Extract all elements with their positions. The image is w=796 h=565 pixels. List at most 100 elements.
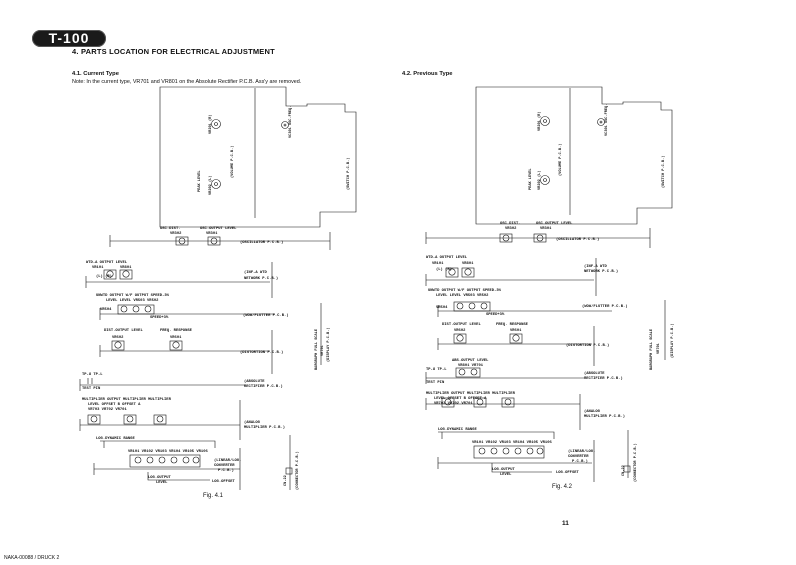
rectifier-pcb-label: RECTIFIER P.C.B.) xyxy=(244,384,283,389)
vr504-label: VR504 xyxy=(100,308,112,312)
speed3-label-prev: SPEED+3% xyxy=(486,313,505,317)
distortion-pcb-label-prev: (DISTORTION P.C.B.) xyxy=(566,343,609,348)
wow-pcb-label-prev: (WOW/FLUTTER P.C.B.) xyxy=(582,304,628,309)
fig-4-2-caption: Fig. 4.2 xyxy=(552,484,573,490)
inf-label: (INF-A WTD xyxy=(244,270,268,275)
dist-out-label-prev: DIST.OUTPUT LEVEL xyxy=(442,323,481,327)
connector-pcb-label: (CONNECTOR P.C.B.) xyxy=(295,451,300,490)
linear2-pcb-label: CONVERTER xyxy=(214,464,235,468)
linear2-pcb-label-prev: CONVERTER xyxy=(568,455,589,459)
speed3-label: SPEED+3% xyxy=(150,316,169,320)
analog2-pcb-label-prev: MULTIPLIER P.C.B.) xyxy=(584,414,625,419)
vr701v-label: VR701 xyxy=(321,345,325,356)
inf-label-prev: (INF-A WTD xyxy=(584,264,608,269)
lr-label: (L) (R) xyxy=(96,274,112,279)
switch-pcb-label-prev: (SWITCH P.C.B.) xyxy=(661,156,666,188)
bargraph-label: BARGRAPH FULL SCALE xyxy=(315,328,319,370)
vr202-pot-prev xyxy=(540,175,550,185)
analog-pcb-label-prev: (ANALOG xyxy=(584,409,601,414)
vr601-label: VR601 xyxy=(170,336,182,340)
vr601-label-prev: VR601 xyxy=(510,329,522,333)
previous-type-heading: 4.2. Previous Type xyxy=(402,71,453,77)
tp-label: TP-8 TP-L xyxy=(82,373,103,377)
levels-label: LEVEL LEVEL VR503 VR502 xyxy=(106,299,159,303)
mult2-label: LEVEL OFFSET B OFFSET A xyxy=(88,403,141,407)
vr801-label: VR801 xyxy=(120,266,132,270)
vr201-label: VR201 (R) xyxy=(208,115,213,134)
vr602-label-prev: VR602 xyxy=(454,329,466,333)
linear-pcb-label-prev: (LINEAR/LOG. xyxy=(568,449,595,454)
vr602-label: VR602 xyxy=(112,336,124,340)
vr302-label-prev: VR302 xyxy=(505,227,517,231)
inf2-label: NETWORK P.C.B.) xyxy=(244,276,278,281)
vr101-label: VR101 xyxy=(92,266,104,270)
logoffset-label: LOG.OFFSET xyxy=(212,480,236,484)
current-type-note: Note: In the current type, VR701 and VR8… xyxy=(72,79,302,85)
multiplier-label: MULTIPLIER OUTPUT MULTIPLIER MULTIPLIER xyxy=(82,398,172,402)
freq-resp-label-prev: FREQ. RESPONSE xyxy=(496,323,529,327)
freq-resp-label: FREQ. RESPONSE xyxy=(160,329,193,333)
logoffset-label-prev: LOG.OFFSET xyxy=(556,471,580,475)
mult3-label-prev: VR703 VR702 VR701 xyxy=(434,402,473,406)
volume-pcb-label: (VOLUME P.C.B.) xyxy=(230,146,235,178)
fig-4-1-caption: Fig. 4.1 xyxy=(203,493,224,499)
mult3-label: VR703 VR702 VR701 xyxy=(88,408,127,412)
vr701-label-prev: VR801 VR701 xyxy=(458,364,484,368)
vrrow-label: VR101 VR102 VR103 VR104 VR105 VR106 xyxy=(128,450,208,454)
vc301-pot-prev xyxy=(597,118,605,126)
linear3-pcb-label-prev: P.C.B.) xyxy=(572,459,588,464)
absolute-pcb-label: (ABSOLUTE xyxy=(244,379,265,384)
vr302-label: VR302 xyxy=(170,232,182,236)
unwtd-label: UNWTD OUTPUT W/F OUTPUT SPEED-3% xyxy=(96,293,170,298)
tp-label-prev: TP-8 TP-L xyxy=(426,368,447,372)
logout-label-prev: LOG.OUTPUT xyxy=(492,468,516,472)
current-type-heading: 4.1. Current Type xyxy=(72,71,119,77)
level-label-prev: LEVEL xyxy=(500,473,512,477)
t100-logo: T-100 xyxy=(32,30,106,47)
display-pcb-label: (DISPLAY P.C.B.) xyxy=(326,327,331,362)
vr202-label-prev: VR202 (L) xyxy=(537,171,542,190)
peak-level-label: PEAK LEVEL xyxy=(198,170,202,192)
rectifier-pcb-label-prev: RECTIFIER P.C.B.) xyxy=(584,376,623,381)
vr202-label: VR202 (L) xyxy=(208,176,213,195)
abs-out-label-prev: ABS.OUTPUT LEVEL xyxy=(452,359,489,363)
mult2-label-prev: LEVEL OFFSET B OFFSET A xyxy=(434,397,487,401)
unwtd-label-prev: UNWTD OUTPUT W/F OUTPUT SPEED-3% xyxy=(428,288,502,293)
dist-out-label: DIST.OUTPUT LEVEL xyxy=(104,329,143,333)
logout-label: LOG.OUTPUT xyxy=(148,476,172,480)
peak-level-label-prev: PEAK LEVEL xyxy=(529,168,533,190)
analog2-pcb-label: MULTIPLIER P.C.B.) xyxy=(244,425,285,430)
vc301-label: VC301 OSC.FREQ. xyxy=(289,106,293,138)
page-number: 11 xyxy=(562,520,569,527)
distortion-pcb-label: (DISTORTION P.C.B.) xyxy=(240,350,283,355)
osc-dist-label-prev: OSC.DIST. xyxy=(500,222,521,226)
connector-pcb-label-prev: (CONNECTOR P.C.B.) xyxy=(633,443,638,482)
multiplier-label-prev: MULTIPLIER OUTPUT MULTIPLIER MULTIPLIER xyxy=(426,392,516,396)
vc301-pot xyxy=(281,121,289,129)
oscillator-pcb-label: (OSCILLATOR P.C.B.) xyxy=(240,240,283,245)
analog-pcb-label: (ANALOG xyxy=(244,420,261,425)
volume-pcb-label-prev: (VOLUME P.C.B.) xyxy=(558,144,563,176)
vr301-label: VR301 xyxy=(206,232,218,236)
cn22-label: CN-22 xyxy=(284,475,288,486)
switch-pcb-label: (SWITCH P.C.B.) xyxy=(346,158,351,190)
logdyn-label: LOG.DYNAMIC RANGE xyxy=(96,437,135,441)
osc-output-label-prev: OSC.OUTPUT LEVEL xyxy=(536,222,573,226)
vc301-label-prev: VC301 OSC.FREQ. xyxy=(605,104,609,136)
wow-pcb-label: (WOW/FLUTTER P.C.B.) xyxy=(243,313,289,318)
vr301-label-prev: VR301 xyxy=(540,227,552,231)
vr101-label-prev: VR101 xyxy=(432,262,444,266)
vr202-pot xyxy=(211,179,221,189)
vr201-pot xyxy=(211,119,221,129)
display-pcb-label-prev: (DISPLAY P.C.B.) xyxy=(670,323,675,358)
oscillator-pcb-label-prev: (OSCILLATOR P.C.B.) xyxy=(556,237,599,242)
lr-label-prev: (L) (R) xyxy=(436,267,452,272)
levels-label-prev: LEVEL LEVEL VR503 VR502 xyxy=(436,294,489,298)
vr201-label-prev: VR201 (R) xyxy=(537,112,542,131)
linear-pcb-label: (LINEAR/LOG. xyxy=(214,458,241,463)
cn22-label-prev: CN-22 xyxy=(622,465,626,476)
vrrow-label-prev: VR101 VR102 VR103 VR104 VR105 VR106 xyxy=(472,441,552,445)
wtd-label: WTD-A OUTPUT LEVEL xyxy=(86,261,128,265)
wtd-label-prev: WTD-A OUTPUT LEVEL xyxy=(426,256,468,260)
